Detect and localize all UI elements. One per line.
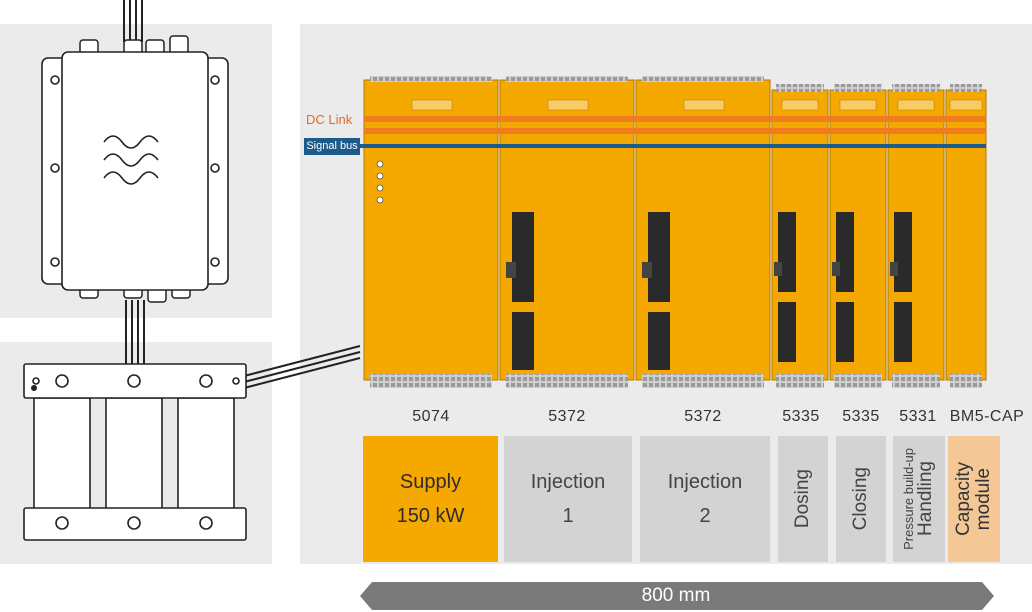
function-handling-line2: Handling [915,461,936,537]
drive-modules-illustration [360,76,987,388]
function-box-injection-1: Injection 1 [504,436,632,562]
function-box-supply: Supply 150 kW [363,436,498,562]
function-injection1-line1: Injection [530,471,606,493]
function-injection1-line2: 1 [562,505,574,527]
model-label-supply: 5074 [412,408,450,425]
function-supply-line1: Supply [399,471,462,493]
function-box-injection-2: Injection 2 [640,436,770,562]
function-injection2-line2: 2 [699,505,711,527]
total-length-label: 800 mm [641,585,711,606]
function-dosing-text: Dosing [792,469,813,529]
line-filter-and-choke-illustration [23,0,361,541]
dc-link-label: DC Link [306,112,353,127]
function-injection2-line1: Injection [667,471,743,493]
model-label-handling: 5331 [899,408,937,425]
model-label-capacity: BM5-CAP [949,408,1025,425]
function-box-dosing: Dosing [778,436,828,562]
function-box-handling: Pressure build-up Handling [893,436,945,562]
function-box-capacity: Capacity module [948,436,1000,562]
model-label-injection-1: 5372 [548,408,586,425]
function-closing-text: Closing [850,467,871,531]
function-capacity-line2: module [973,467,994,531]
function-box-closing: Closing [836,436,886,562]
model-label-closing: 5335 [842,408,880,425]
length-arrow [360,582,994,610]
function-supply-line2: 150 kW [396,505,465,527]
function-handling-line1: Pressure build-up [901,448,916,550]
model-label-injection-2: 5372 [684,408,722,425]
signal-bus-label: Signal bus [304,138,360,155]
model-label-dosing: 5335 [782,408,820,425]
function-capacity-line1: Capacity [953,462,974,536]
